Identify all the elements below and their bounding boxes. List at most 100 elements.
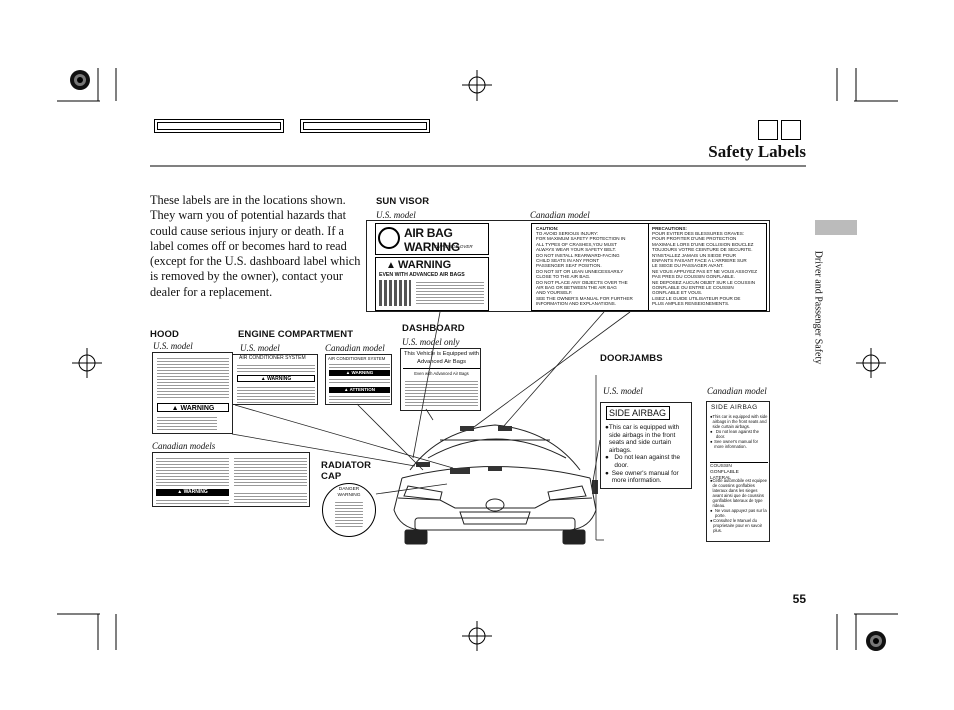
flip-visor-text: FLIP VISOR OVER	[434, 244, 473, 249]
engine-ca-ac-title: AIR CONDITIONER SYSTEM	[328, 356, 386, 361]
precaution-line: LISEZ LE GUIDE UTILISATEUR POUR DE	[652, 295, 741, 301]
hood-ca-warning-text: WARNING	[183, 489, 208, 495]
sun-visor-us-airbag-label: AIR BAG WARNING FLIP VISOR OVER	[375, 223, 489, 255]
doorjambs-header: DOORJAMBS	[600, 353, 663, 364]
caution-line: PASSENGER SEAT POSITION.	[536, 263, 602, 269]
caution-line: DO NOT SIT OR LEAN UNNECESSARILY	[536, 268, 624, 274]
page-title: Safety Labels	[708, 142, 806, 161]
caution-line: INFORMATION AND EXPLANATIONS.	[536, 301, 616, 307]
dashboard-line-1: This Vehicle is Equipped with	[403, 351, 480, 357]
doorjamb-ca-fr-item: ●Consultez le Manuel du proprietaire pou…	[710, 518, 768, 533]
page-number: 55	[792, 592, 806, 606]
dashboard-line-3: Even with Advanced Air Bags	[414, 371, 469, 376]
dashboard-header: DASHBOARD	[402, 323, 465, 334]
engine-us-ac-title: AIR CONDITIONER SYSTEM	[239, 355, 306, 361]
doorjamb-ca-item-text: Do not lean against the door.	[715, 429, 759, 439]
doorjamb-ca-fr-item-text: Cette automobile est equipee de coussins…	[712, 478, 768, 508]
sun-visor-us-warning-label: ▲ WARNING EVEN WITH ADVANCED AIR BAGS	[375, 257, 489, 311]
precaution-line: GONFLABLE OU ENTRE LE COUSSIN	[652, 285, 734, 291]
engine-ca-text-1	[329, 362, 390, 369]
precaution-line: ENFANTS FAISANT FACE A L'ARRIERE SUR	[652, 258, 747, 264]
bullet-icon: ●	[710, 518, 713, 523]
engine-us-label: AIR CONDITIONER SYSTEM ▲ WARNING	[232, 354, 318, 405]
precaution-line: NE DEPOSEZ AUCUN OBJET SUR LE COUSSIN	[652, 279, 756, 285]
doorjamb-us-item: ●This car is equipped with side airbags …	[605, 424, 691, 454]
doorjamb-us-model: U.S. model	[603, 386, 643, 396]
engine-us-warning: ▲ WARNING	[237, 375, 315, 382]
caution-line: FOR MAXIMUM SAFETY PROTECTION IN	[536, 236, 626, 242]
radiator-warning-text: WARNING	[337, 493, 361, 498]
caution-line: SEE THE OWNER'S MANUAL FOR FURTHER	[536, 295, 633, 301]
dashboard-rule	[403, 368, 480, 369]
precaution-line: LE SIEGE DU PASSAGER AVANT.	[652, 263, 724, 269]
doorjamb-ca-fr-list: ●Cette automobile est equipee de coussin…	[710, 478, 768, 533]
caution-line: DO NOT INSTALL REARWARD-FACING	[536, 252, 620, 258]
doorjamb-ca-label: SIDE AIRBAG ●This car is equipped with s…	[706, 401, 770, 542]
side-tab-block	[815, 220, 857, 235]
doorjamb-ca-fr-item: ●Ne vous appuyez pas sur la porte.	[710, 508, 768, 518]
hood-ca-label: ▲ WARNING	[152, 452, 310, 507]
ca-divider	[648, 224, 649, 310]
doorjamb-us-item-text: See owner's manual for more information.	[611, 469, 679, 485]
bullet-icon: ●	[605, 424, 609, 431]
caution-line: CHILD SEATS IN ANY FRONT	[536, 258, 600, 264]
warning-body-text	[416, 280, 484, 306]
hood-ca-model: Canadian models	[152, 441, 216, 451]
doorjamb-ca-divider	[710, 462, 768, 463]
precaution-line: PAS PRES DU COUSSIN GONFLABLE.	[652, 274, 735, 280]
doorjamb-us-title: SIDE AIRBAG	[606, 406, 670, 420]
doorjamb-ca-model: Canadian model	[707, 386, 767, 396]
doorjamb-us-item: ●See owner's manual for more information…	[605, 470, 691, 485]
warning-triangle-icon: ▲	[386, 260, 396, 271]
bullet-icon: ●	[710, 478, 713, 483]
doorjamb-ca-item: ●See owner's manual for more information…	[710, 439, 768, 449]
no-child-seat-icon	[378, 227, 400, 249]
doorjamb-ca-fr-title: COUSSIN GONFLABLE LATERAL	[710, 464, 739, 481]
engine-ca-text-2	[329, 377, 390, 385]
doorjamb-ca-item: ●Do not lean against the door.	[710, 429, 768, 439]
header-box-2	[781, 120, 801, 140]
car-illustration	[393, 424, 598, 545]
hood-us-model: U.S. model	[153, 341, 193, 351]
header-bar-right	[300, 119, 430, 133]
bullet-icon: ●	[710, 414, 713, 419]
doorjamb-us-item-text: Do not lean against the door.	[614, 454, 681, 469]
engine-us-warning-text: WARNING	[267, 376, 292, 382]
doorjamb-ca-fr-item: ●Cette automobile est equipee de coussin…	[710, 478, 768, 508]
sun-visor-warning-text: WARNING	[398, 259, 452, 271]
hood-us-label: ▲ WARNING	[152, 352, 233, 434]
intro-paragraph: These labels are in the locations shown.…	[150, 193, 361, 299]
hood-ca-text-fr	[234, 456, 307, 486]
engine-ca-model: Canadian model	[325, 343, 385, 353]
engine-us-text-2	[237, 385, 315, 403]
caution-title: CAUTION:	[536, 226, 559, 231]
dashboard-label: This Vehicle is Equipped with Advanced A…	[400, 348, 481, 411]
doorjamb-us-label: SIDE AIRBAG ●This car is equipped with s…	[600, 402, 692, 489]
hood-ca-warning-body	[156, 498, 229, 506]
precaution-line: POUR EVITER DES BLESSURES GRAVES:	[652, 231, 745, 236]
doorjamb-ca-item: ●This car is equipped with side airbags …	[710, 414, 768, 429]
precaution-lines: POUR EVITER DES BLESSURES GRAVES: POUR P…	[652, 231, 764, 307]
doorjamb-ca-item-text: This car is equipped with side airbags i…	[712, 414, 768, 429]
engine-ca-text-3	[329, 394, 390, 403]
radiator-cap-label: DANGER WARNING	[322, 483, 376, 537]
caution-line: ALWAYS WEAR YOUR SAFETY BELT.	[536, 247, 617, 253]
engine-ca-label: AIR CONDITIONER SYSTEM ▲ WARNING ▲ ATTEN…	[325, 354, 392, 405]
hood-ca-warning-bar: ▲ WARNING	[156, 489, 229, 496]
doorjamb-us-item: ●Do not lean against the door.	[605, 454, 691, 469]
caution-line: DO NOT PLACE ANY OBJECTS OVER THE	[536, 279, 628, 285]
bullet-icon: ●	[710, 439, 713, 444]
doorjamb-us-list: ●This car is equipped with side airbags …	[605, 424, 691, 485]
precaution-line: POUR PROFITER D'UNE PROTECTION	[652, 236, 737, 242]
hood-text	[157, 356, 229, 398]
precaution-line: GONFLABLE ET VOUS.	[652, 290, 703, 296]
doorjamb-ca-item-text: See owner's manual for more information.	[714, 439, 759, 449]
header-box-1	[758, 120, 778, 140]
sun-visor-header: SUN VISOR	[376, 196, 430, 207]
engine-ca-attention: ▲ ATTENTION	[329, 387, 390, 393]
doorjamb-ca-fr-item-text: Consultez le Manuel du proprietaire pour…	[713, 518, 763, 533]
engine-ca-attention-text: ATTENTION	[349, 387, 375, 392]
hood-warning-body	[157, 415, 217, 431]
dashboard-body	[405, 379, 478, 407]
